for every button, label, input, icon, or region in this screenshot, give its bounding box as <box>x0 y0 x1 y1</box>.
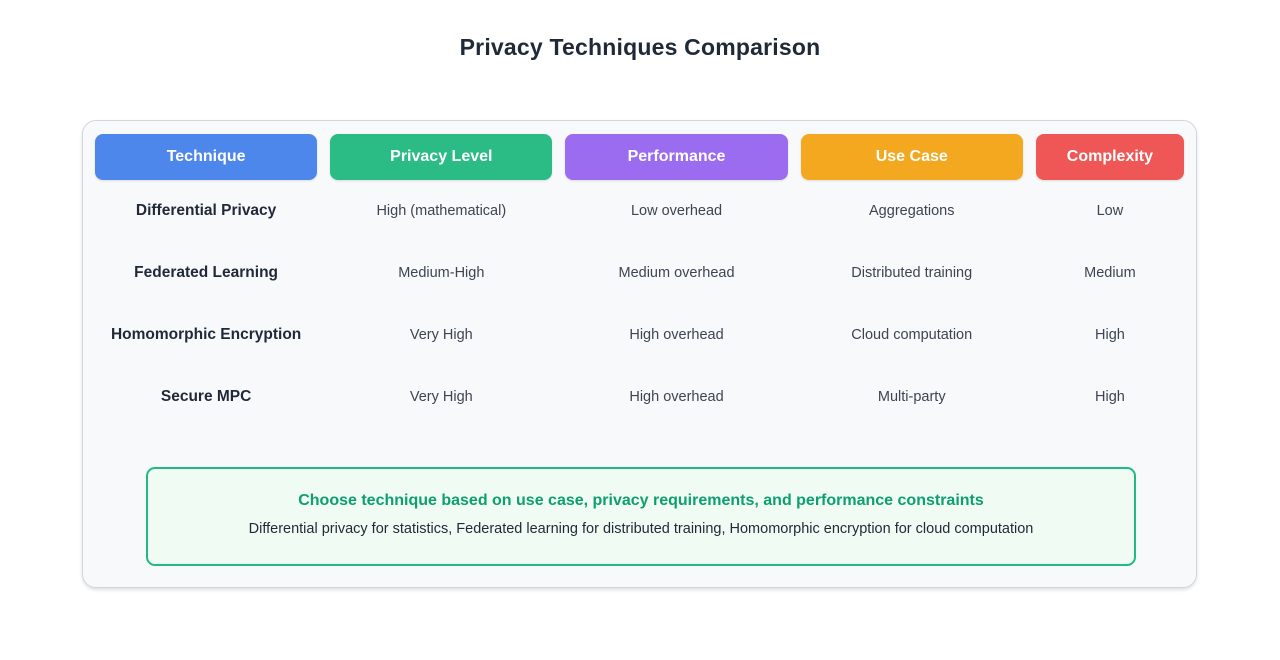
cell-technique: Secure MPC <box>160 388 252 405</box>
cell-performance: Low overhead <box>630 203 723 219</box>
cell-performance: High overhead <box>629 327 724 343</box>
cell-performance: High overhead <box>629 389 724 405</box>
recommendation-title: Choose technique based on use case, priv… <box>298 492 984 509</box>
cell-performance: Medium overhead <box>618 265 735 281</box>
cell-use-case: Aggregations <box>869 203 955 219</box>
cell-privacy-level: Very High <box>409 389 473 405</box>
cell-complexity: High <box>1095 327 1125 343</box>
comparison-card: Technique Privacy Level Performance Use … <box>82 120 1197 588</box>
column-header-privacy-level: Privacy Level <box>330 134 553 180</box>
cell-privacy-level: Very High <box>409 327 473 343</box>
table-row: Secure MPC Very High High overhead Multi… <box>95 366 1184 428</box>
cell-privacy-level: High (mathematical) <box>376 203 507 219</box>
cell-technique: Homomorphic Encryption <box>110 326 302 343</box>
cell-use-case: Cloud computation <box>851 327 973 343</box>
cell-use-case: Distributed training <box>851 265 973 281</box>
cell-use-case: Multi-party <box>877 389 946 405</box>
column-header-performance: Performance <box>565 134 788 180</box>
recommendation-box: Choose technique based on use case, priv… <box>146 467 1136 566</box>
column-header-complexity: Complexity <box>1035 134 1184 180</box>
cell-complexity: High <box>1095 389 1125 405</box>
cell-complexity: Low <box>1096 203 1124 219</box>
cell-technique: Differential Privacy <box>135 202 277 219</box>
page-title: Privacy Techniques Comparison <box>459 34 821 60</box>
cell-privacy-level: Medium-High <box>398 265 485 281</box>
table-row: Federated Learning Medium-High Medium ov… <box>95 242 1184 304</box>
table-row: Differential Privacy High (mathematical)… <box>95 180 1184 242</box>
cell-technique: Federated Learning <box>134 264 279 281</box>
column-header-technique: Technique <box>95 134 318 180</box>
cell-complexity: Medium <box>1084 265 1136 281</box>
table-row: Homomorphic Encryption Very High High ov… <box>95 304 1184 366</box>
column-header-use-case: Use Case <box>800 134 1023 180</box>
recommendation-subtitle: Differential privacy for statistics, Fed… <box>248 521 1034 537</box>
table-header-row: Technique Privacy Level Performance Use … <box>95 134 1184 180</box>
